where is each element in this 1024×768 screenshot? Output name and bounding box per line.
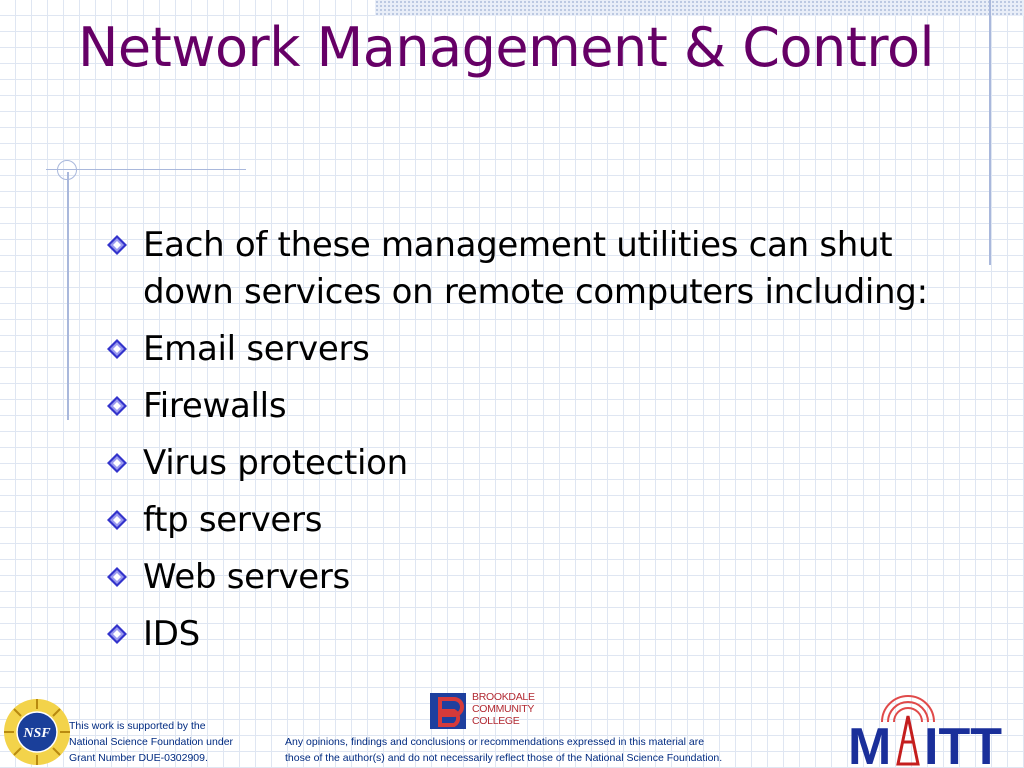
bullet-list: Each of these management utilities can s…: [104, 222, 964, 668]
slide-title: Network Management & Control: [78, 16, 935, 79]
bullet-text: Firewalls: [143, 386, 287, 426]
bullet-text: Virus protection: [143, 443, 408, 483]
college-name-line: COLLEGE: [472, 715, 520, 727]
nsf-logo-icon: NSF: [4, 699, 70, 765]
diamond-bullet-icon: [107, 235, 127, 255]
brookdale-logo-icon: [430, 693, 466, 729]
bullet-item: Web servers: [104, 554, 964, 601]
decorative-horizontal-line: [46, 169, 246, 170]
bullet-text: Email servers: [143, 329, 370, 369]
disclaimer: Any opinions, findings and conclusions o…: [285, 734, 805, 766]
disclaimer-line: those of the author(s) and do not necess…: [285, 752, 723, 764]
bullet-item: Each of these management utilities can s…: [104, 222, 964, 316]
bullet-item: ftp servers: [104, 497, 964, 544]
college-name-line: BROOKDALE: [472, 691, 535, 703]
diamond-bullet-icon: [107, 567, 127, 587]
nsf-note-line: National Science Foundation under: [69, 736, 234, 748]
bullet-item: Virus protection: [104, 440, 964, 487]
diamond-bullet-icon: [107, 339, 127, 359]
diamond-bullet-icon: [107, 510, 127, 530]
bullet-text: Web servers: [143, 557, 350, 597]
decorative-dot-band: [375, 0, 1024, 16]
nsf-support-note: This work is supported by the National S…: [69, 718, 269, 766]
bullet-item: Email servers: [104, 326, 964, 373]
disclaimer-line: Any opinions, findings and conclusions o…: [285, 736, 705, 748]
brookdale-logo-text: BROOKDALE COMMUNITY COLLEGE: [472, 691, 535, 727]
bullet-text: IDS: [143, 614, 200, 654]
bullet-item: IDS: [104, 611, 964, 658]
decorative-crosshair-icon: [57, 160, 77, 180]
svg-text:NSF: NSF: [22, 726, 51, 741]
maitt-logo-letter-m: M: [848, 718, 891, 768]
bullet-item: Firewalls: [104, 383, 964, 430]
diamond-bullet-icon: [107, 624, 127, 644]
college-name-line: COMMUNITY: [472, 703, 535, 715]
decorative-vertical-line-right: [989, 0, 991, 265]
bullet-text: Each of these management utilities can s…: [143, 225, 928, 312]
decorative-vertical-line-left: [67, 172, 69, 420]
diamond-bullet-icon: [107, 396, 127, 416]
maitt-logo-icon: M ITT: [848, 695, 1002, 768]
bullet-text: ftp servers: [143, 500, 323, 540]
nsf-note-line: Grant Number DUE-0302909.: [69, 752, 208, 764]
nsf-note-line: This work is supported by the: [69, 720, 206, 732]
maitt-logo-letters-itt: ITT: [924, 718, 1002, 768]
diamond-bullet-icon: [107, 453, 127, 473]
